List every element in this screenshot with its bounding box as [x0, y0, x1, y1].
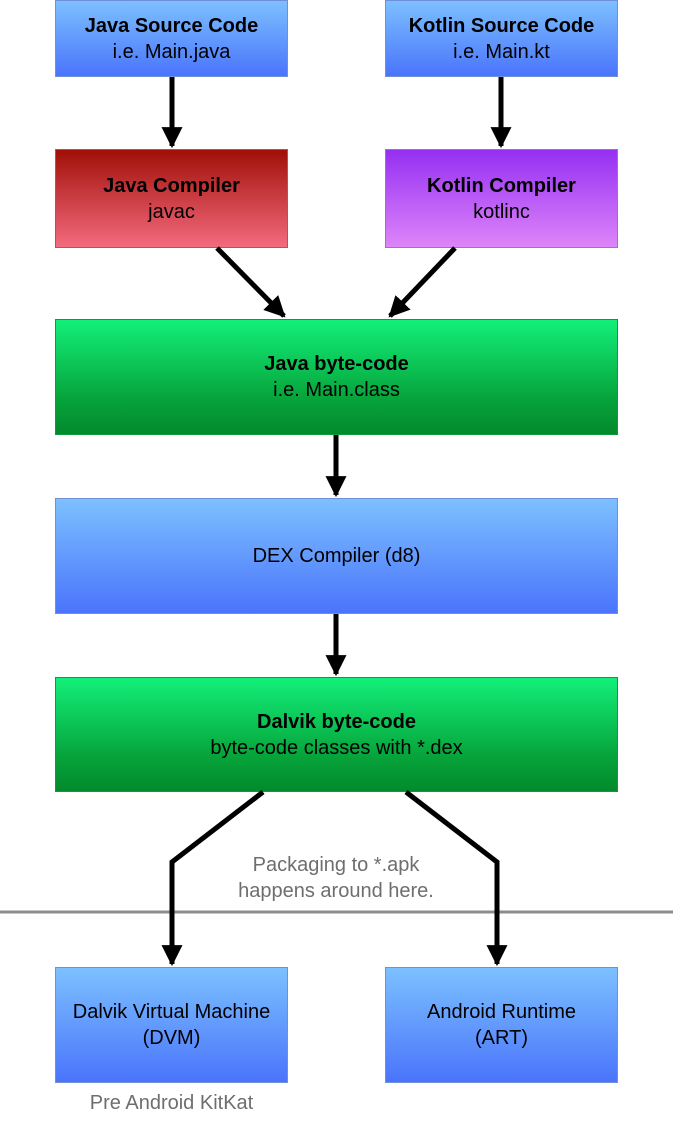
kotlin-compiler-title: Kotlin Compiler [427, 174, 576, 197]
dvm-line1: Dalvik Virtual Machine [72, 1001, 271, 1023]
arrow-dalvik-to-art [404, 790, 508, 967]
kotlin-compiler-subtitle: kotlinc [473, 200, 530, 223]
arrow-dalvik-to-dvm [161, 790, 265, 967]
dvm-node: Dalvik Virtual Machine (DVM) [55, 967, 288, 1083]
art-line1: Android Runtime [427, 1001, 576, 1023]
kotlin-source-node: Kotlin Source Code i.e. Main.kt [385, 0, 618, 77]
dalvik-bytecode-title: Dalvik byte-code [257, 710, 416, 733]
java-source-title: Java Source Code [84, 14, 259, 37]
arrow-kotlin-compiler-to-bytecode [388, 246, 457, 318]
dex-compiler-node: DEX Compiler (d8) [55, 498, 618, 614]
art-node: Android Runtime (ART) [385, 967, 618, 1083]
kotlin-compiler-node: Kotlin Compiler kotlinc [385, 149, 618, 248]
java-compiler-node: Java Compiler javac [55, 149, 288, 248]
dvm-line2: (DVM) [142, 1027, 201, 1049]
java-bytecode-node: Java byte-code i.e. Main.class [55, 319, 618, 435]
packaging-note: Packaging to *.apk happens around here. [196, 852, 476, 904]
dalvik-bytecode-node: Dalvik byte-code byte-code classes with … [55, 677, 618, 792]
java-source-subtitle: i.e. Main.java [112, 40, 231, 63]
arrow-java-compiler-to-bytecode [215, 246, 286, 318]
java-source-node: Java Source Code i.e. Main.java [55, 0, 288, 77]
packaging-note-line2: happens around here. [238, 880, 434, 902]
java-bytecode-subtitle: i.e. Main.class [273, 379, 400, 401]
java-bytecode-title: Java byte-code [264, 353, 409, 375]
kotlin-source-subtitle: i.e. Main.kt [453, 40, 550, 63]
packaging-note-line1: Packaging to *.apk [252, 854, 420, 876]
java-compiler-subtitle: javac [148, 200, 195, 223]
java-compiler-title: Java Compiler [103, 174, 240, 197]
art-line2: (ART) [475, 1027, 528, 1049]
kotlin-source-title: Kotlin Source Code [408, 14, 595, 37]
dex-compiler-label: DEX Compiler (d8) [252, 545, 421, 567]
dalvik-bytecode-subtitle: byte-code classes with *.dex [210, 736, 463, 759]
dvm-caption: Pre Android KitKat [89, 1092, 254, 1114]
